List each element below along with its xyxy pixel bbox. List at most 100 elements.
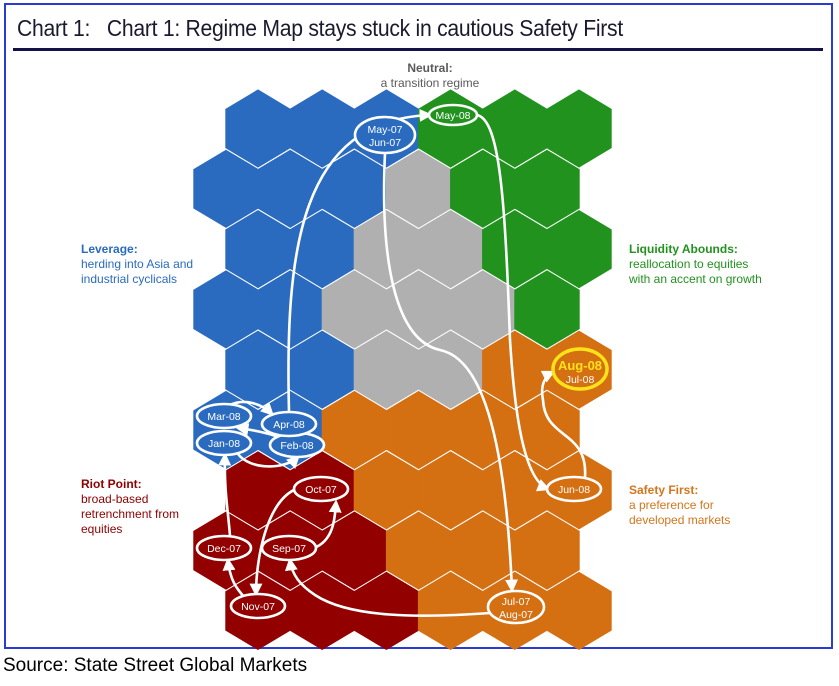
region-label-leverage: Leverage: herding into Asia and industri… xyxy=(81,242,193,287)
hex-cell-leverage xyxy=(225,89,291,168)
region-head: Leverage: xyxy=(81,242,138,256)
path-arrow xyxy=(313,499,342,550)
node-label: Mar-08 xyxy=(207,411,240,423)
region-label-liquidity: Liquidity Abounds: reallocation to equit… xyxy=(629,242,762,287)
hex-cell-safety xyxy=(321,390,388,470)
path-arrows xyxy=(218,108,587,617)
hex-cell-safety xyxy=(417,571,484,650)
hex-grid xyxy=(193,89,612,650)
hex-cell-leverage xyxy=(193,270,259,349)
hex-cell-liquidity xyxy=(514,149,580,228)
hex-cell-leverage xyxy=(289,89,355,168)
hex-cell-safety xyxy=(450,390,516,470)
hex-cell-leverage xyxy=(225,330,291,409)
node-label: Sep-07 xyxy=(272,543,306,555)
hex-cell-neutral xyxy=(417,330,484,409)
region-head: Liquidity Abounds: xyxy=(629,242,738,256)
hex-cell-liquidity xyxy=(514,270,580,349)
node-label: Aug-07 xyxy=(499,609,533,621)
node-label: Apr-08 xyxy=(273,419,305,431)
path-node: Sep-07 xyxy=(260,534,318,562)
hex-cell-safety xyxy=(514,511,580,590)
hex-cell-safety xyxy=(482,330,548,409)
path-node: Jan-08 xyxy=(195,429,253,457)
node-label: Jan-08 xyxy=(208,438,240,450)
node-label: Jul-07 xyxy=(502,596,531,608)
node-ellipse xyxy=(260,410,318,438)
hex-cell-neutral xyxy=(385,270,452,349)
hex-cell-liquidity xyxy=(482,210,548,289)
path-node: Dec-07 xyxy=(195,534,253,562)
node-label: Jun-07 xyxy=(369,137,401,149)
hex-cell-liquidity xyxy=(546,89,612,168)
node-label: May-07 xyxy=(367,124,402,136)
hex-cell-safety xyxy=(514,390,580,470)
path-node: Apr-08 xyxy=(260,410,318,438)
node-label: Jul-08 xyxy=(566,374,595,386)
hex-cell-neutral xyxy=(385,149,452,228)
node-label: May-08 xyxy=(435,110,470,122)
node-ellipse xyxy=(427,103,479,127)
path-node: Mar-08 xyxy=(195,402,253,430)
region-desc: a preference for xyxy=(629,498,714,512)
hex-cell-neutral xyxy=(321,270,388,349)
node-label: Aug-08 xyxy=(558,358,602,373)
hex-cell-safety xyxy=(417,451,484,530)
chart-title: Chart 1: Chart 1: Regime Map stays stuck… xyxy=(17,15,623,41)
path-arrow xyxy=(236,453,300,469)
region-label-riot-point: Riot Point: broad-based retrenchment fro… xyxy=(81,477,179,537)
path-arrow xyxy=(476,113,551,492)
hex-cell-liquidity xyxy=(482,89,548,168)
path-arrow xyxy=(540,370,587,478)
path-node: Oct-07 xyxy=(292,475,350,503)
hex-cell-leverage xyxy=(289,210,355,289)
source-note: Source: State Street Global Markets xyxy=(3,655,308,676)
region-desc: retrenchment from xyxy=(81,507,180,521)
node-ellipse xyxy=(195,534,253,562)
node-label: Jun-08 xyxy=(558,484,590,496)
path-arrow xyxy=(284,557,491,617)
region-head: Riot Point: xyxy=(81,477,142,491)
path-arrow xyxy=(218,452,232,537)
hex-cell-riot xyxy=(321,511,388,590)
region-label-safety-first: Safety First: a preference for developed… xyxy=(629,483,730,528)
path-node: Nov-07 xyxy=(229,592,287,620)
hex-cell-safety xyxy=(385,390,452,470)
region-head: Safety First: xyxy=(629,483,699,497)
chart-frame xyxy=(4,3,833,649)
region-label-neutral: Neutral: a transition regime xyxy=(330,61,530,91)
node-label: Feb-08 xyxy=(280,440,313,452)
region-desc: a transition regime xyxy=(380,76,480,90)
region-desc: equities xyxy=(81,522,123,536)
region-desc: herding into Asia and xyxy=(81,257,194,271)
node-ellipse xyxy=(260,534,318,562)
hex-cell-riot xyxy=(289,571,355,650)
region-desc: with an accent on growth xyxy=(629,272,762,286)
hex-cell-safety xyxy=(385,511,452,590)
node-ellipse xyxy=(545,475,603,503)
node-ellipse xyxy=(353,115,417,155)
region-head: Neutral: xyxy=(407,61,453,75)
hex-cell-leverage xyxy=(321,149,388,228)
hex-cell-leverage xyxy=(289,330,355,409)
path-arrow xyxy=(382,152,519,593)
hex-cell-neutral xyxy=(450,270,516,349)
hex-cell-leverage xyxy=(225,210,291,289)
region-desc: industrial cyclicals xyxy=(81,272,178,286)
node-ellipse xyxy=(229,592,287,620)
hex-cell-neutral xyxy=(353,330,420,409)
node-label: Dec-07 xyxy=(207,543,241,555)
hex-cell-safety xyxy=(450,511,516,590)
hex-cell-leverage xyxy=(257,149,323,228)
region-desc: developed markets xyxy=(629,513,731,527)
node-ellipse xyxy=(292,475,350,503)
region-desc: broad-based xyxy=(81,492,149,506)
hex-cell-safety xyxy=(353,451,420,530)
hex-cell-liquidity xyxy=(546,210,612,289)
node-label: Oct-07 xyxy=(305,484,337,496)
